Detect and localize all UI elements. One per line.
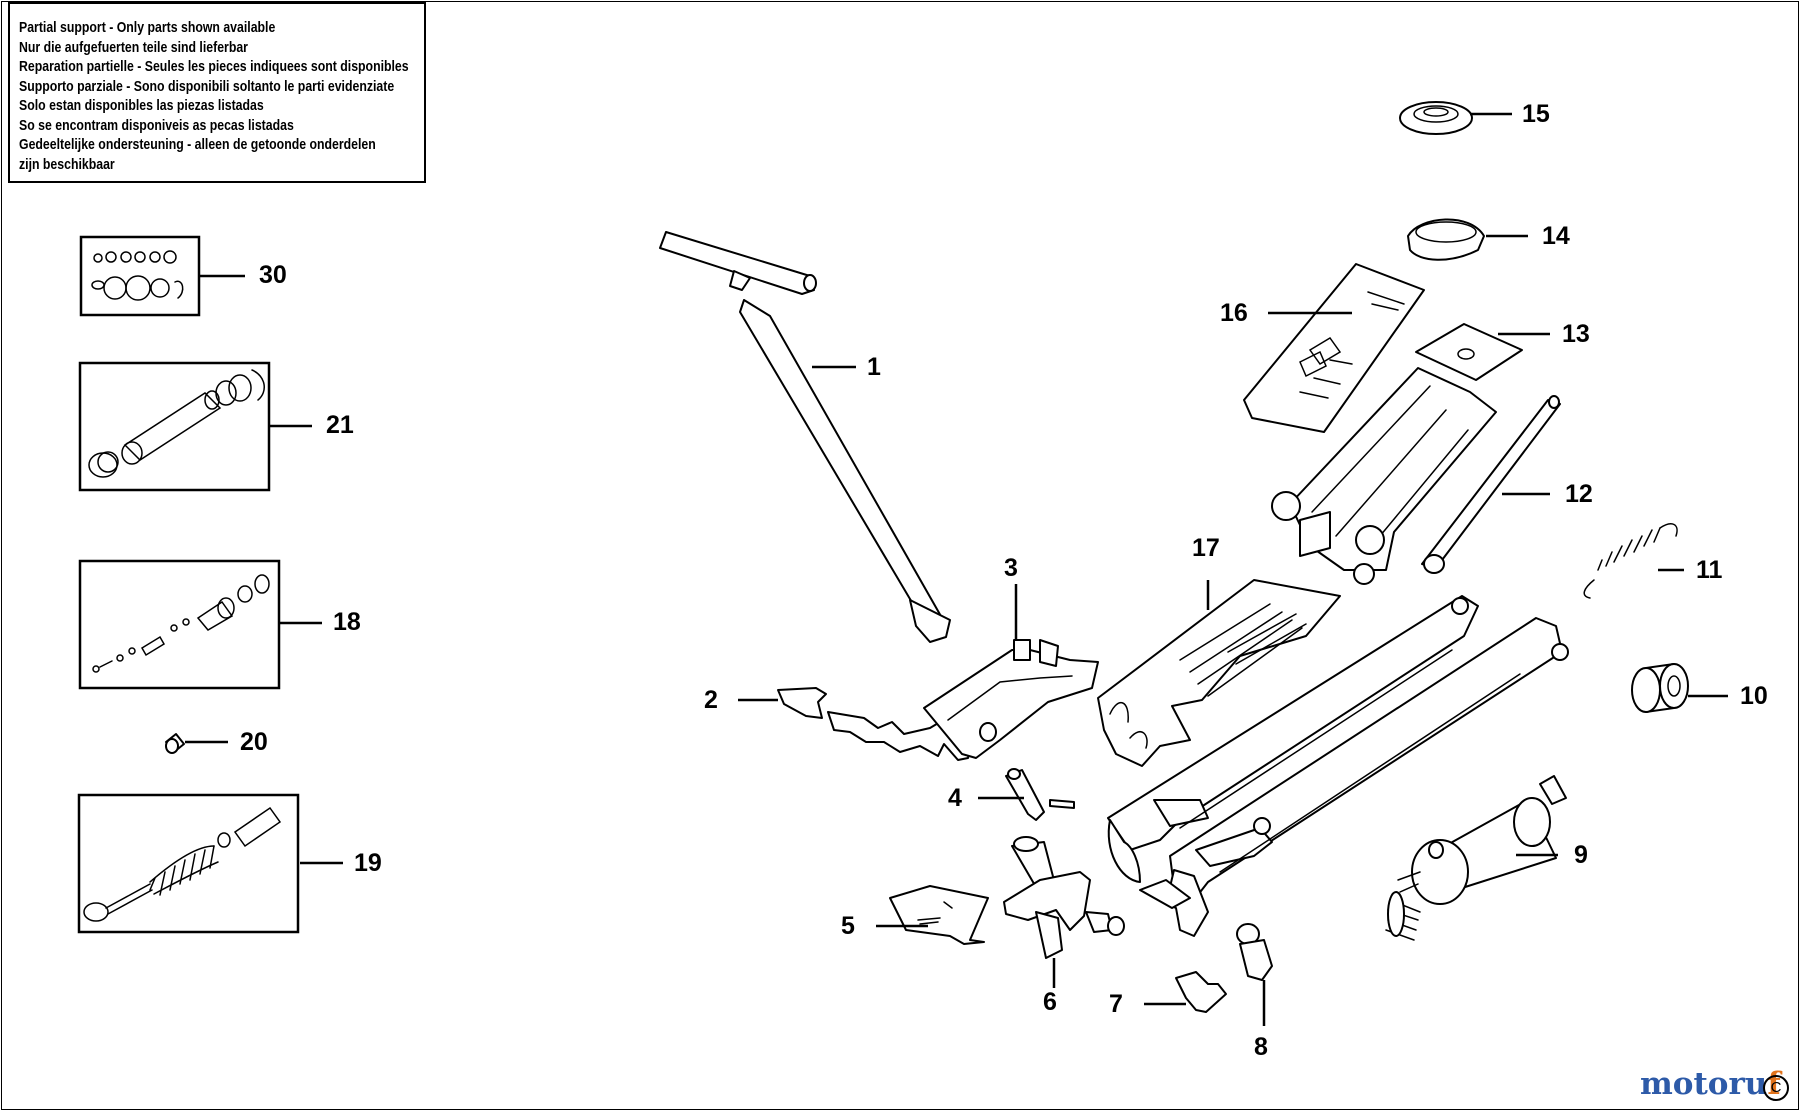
notice-line: Gedeeltelijke ondersteuning - alleen de … — [19, 136, 376, 153]
callout-10: 10 — [1740, 682, 1768, 710]
part-20-bushing[interactable]: 20 — [165, 728, 268, 756]
callout-14: 14 — [1542, 222, 1570, 250]
brand-watermark: motoruf — [1640, 1066, 1781, 1102]
callout-12: 12 — [1565, 480, 1593, 508]
main-frame — [1107, 595, 1569, 937]
callout-17: 17 — [1192, 534, 1220, 562]
part-21-pump-cylinder[interactable]: 21 — [78, 361, 354, 492]
part-10-wheel[interactable]: 10 — [1631, 663, 1768, 713]
part-30-seal-kit[interactable]: 30 — [79, 235, 287, 317]
part-13-lift-arm[interactable]: 13 — [1271, 320, 1590, 585]
part-2-release-clip[interactable]: 2 — [704, 686, 827, 719]
callout-6: 6 — [1043, 988, 1057, 1016]
callout-21: 21 — [326, 411, 354, 439]
part-8-caster[interactable]: 8 — [1236, 923, 1273, 1061]
callout-19: 19 — [354, 849, 382, 877]
part-9-hydraulic-pump[interactable]: 9 — [1385, 775, 1588, 941]
notice-line: Reparation partielle - Seules les pieces… — [19, 58, 409, 75]
part-17-front-cover[interactable]: 17 — [1097, 534, 1341, 767]
callout-4: 4 — [948, 784, 962, 812]
callout-9: 9 — [1574, 841, 1588, 869]
callout-18: 18 — [333, 608, 361, 636]
callout-3: 3 — [1004, 554, 1018, 582]
callout-11: 11 — [1696, 556, 1723, 584]
callout-15: 15 — [1522, 100, 1550, 128]
callout-13: 13 — [1562, 320, 1590, 348]
callout-20: 20 — [240, 728, 268, 756]
part-4-pins[interactable]: 4 — [948, 768, 1075, 821]
callout-1: 1 — [867, 353, 881, 381]
part-19-spring-piston[interactable]: 19 — [77, 793, 382, 934]
part-18-release-valve[interactable]: 18 — [78, 559, 361, 690]
copyright-icon: C — [1763, 1075, 1789, 1101]
notice-line: zijn beschikbaar — [19, 155, 115, 173]
notice-line: So se encontram disponiveis as pecas lis… — [19, 116, 294, 134]
notice-line: Partial support - Only parts shown avail… — [19, 19, 276, 36]
availability-notice: Partial support - Only parts shown avail… — [8, 2, 426, 183]
part-12-link-bar[interactable]: 12 — [1421, 395, 1593, 574]
part-7-clip[interactable]: 7 — [1109, 971, 1227, 1018]
part-5-footplate[interactable]: 5 — [841, 885, 989, 945]
callout-2: 2 — [704, 686, 718, 714]
part-11-return-spring[interactable]: 11 — [1583, 523, 1723, 599]
callout-8: 8 — [1254, 1033, 1268, 1061]
part-15-rubber-pad[interactable]: 15 — [1399, 100, 1550, 135]
notice-line: Solo estan disponibles las piezas listad… — [19, 97, 264, 114]
brand-text: motoru — [1640, 1066, 1768, 1102]
notice-line: Supporto parziale - Sono disponibili sol… — [19, 77, 395, 95]
part-1-handle[interactable]: 1 — [659, 231, 951, 643]
part-3-handle-socket[interactable]: 3 — [827, 554, 1099, 761]
callout-5: 5 — [841, 912, 855, 940]
notice-line: Nur die aufgefuerten teile sind lieferba… — [19, 38, 248, 56]
callout-7: 7 — [1109, 990, 1123, 1018]
part-16-top-cover[interactable]: 16 — [1220, 263, 1425, 433]
part-14-saddle-cap[interactable]: 14 — [1407, 218, 1570, 261]
part-6-pedal-bracket[interactable]: 6 — [1003, 836, 1125, 1016]
callout-16: 16 — [1220, 299, 1248, 327]
callout-30: 30 — [259, 261, 287, 289]
